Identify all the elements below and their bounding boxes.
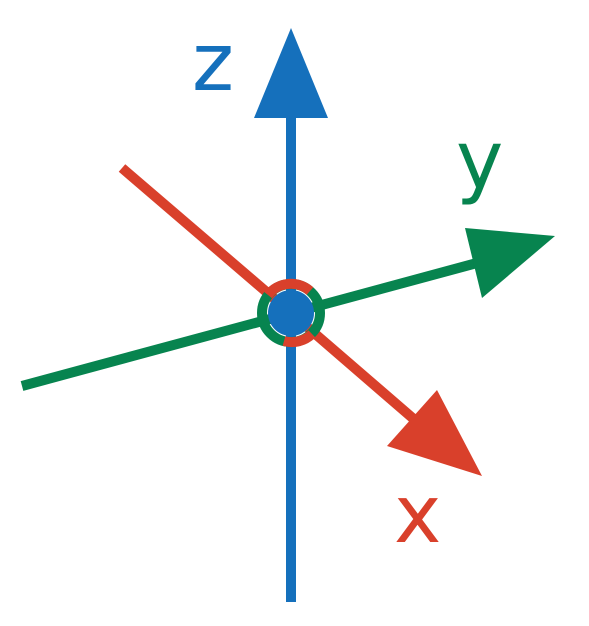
z-axis-label: z xyxy=(192,16,234,109)
x-axis-back-line xyxy=(118,164,295,317)
y-axis-arrowhead xyxy=(465,228,555,298)
origin-ring-red-lower xyxy=(282,330,316,348)
origin-ring-red-upper xyxy=(264,278,314,299)
z-axis-arrowhead xyxy=(254,28,328,118)
y-axis-line xyxy=(20,255,490,391)
x-axis-label: x xyxy=(394,468,441,561)
origin-center xyxy=(268,290,314,336)
x-axis-arrowhead xyxy=(387,390,482,476)
y-axis-label: y xyxy=(456,114,503,207)
origin-marker xyxy=(257,278,325,348)
